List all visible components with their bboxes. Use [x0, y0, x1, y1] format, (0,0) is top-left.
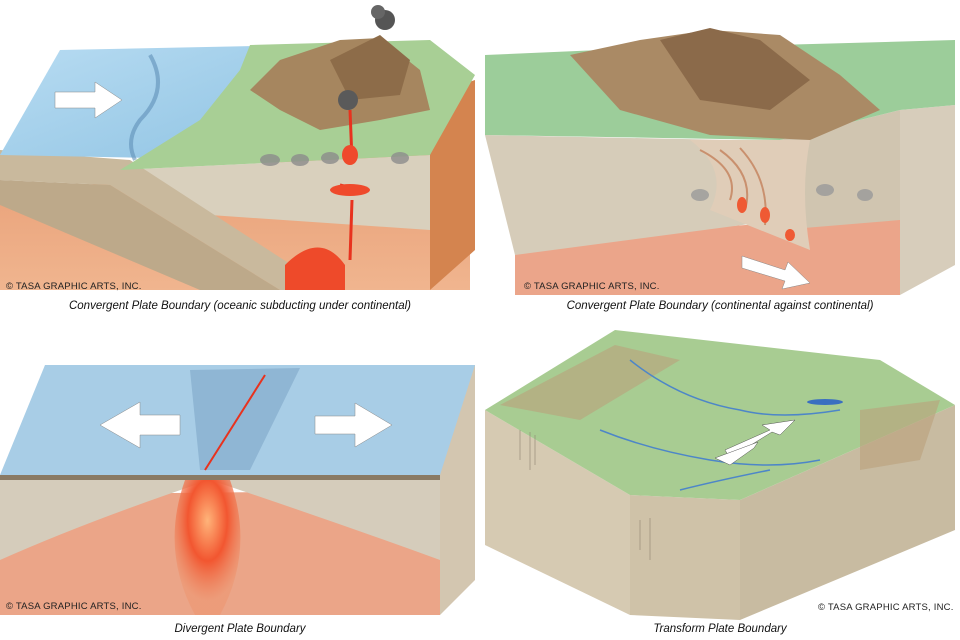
rift-valley — [204, 374, 266, 471]
block-front-face — [485, 410, 630, 615]
transform-diagram — [485, 330, 955, 620]
divergent-diagram — [0, 365, 475, 615]
magma-chamber — [342, 145, 358, 165]
left-spreading-arrow — [99, 401, 181, 449]
plate-motion-arrow — [741, 255, 811, 290]
magma-pockets — [737, 197, 795, 241]
right-spreading-arrow — [314, 402, 393, 448]
copyright-label: © TASA GRAPHIC ARTS, INC. — [6, 601, 142, 612]
oceanic-continental-diagram — [0, 5, 475, 290]
lake — [807, 399, 843, 405]
offset-block-face — [630, 495, 740, 620]
panel-continental-continental: © TASA GRAPHIC ARTS, INC. Convergent Pla… — [480, 0, 960, 320]
magma-plume — [174, 480, 241, 615]
copyright-label: © TASA GRAPHIC ARTS, INC. — [6, 281, 142, 292]
panel-caption: Transform Plate Boundary — [653, 623, 787, 635]
river-network — [599, 359, 841, 491]
folded-rock-zone — [690, 140, 810, 250]
plate-motion-arrow — [54, 81, 123, 119]
oceanic-crust — [0, 475, 440, 560]
copyright-label: © TASA GRAPHIC ARTS, INC. — [818, 602, 954, 613]
copyright-label: © TASA GRAPHIC ARTS, INC. — [524, 281, 660, 292]
magma-melt-zone — [285, 247, 345, 290]
panel-divergent: © TASA GRAPHIC ARTS, INC. Divergent Plat… — [0, 320, 480, 640]
subducting-plate — [0, 150, 330, 290]
trench — [129, 54, 160, 161]
panel-caption: Convergent Plate Boundary (continental a… — [566, 300, 874, 312]
panel-transform: © TASA GRAPHIC ARTS, INC. Transform Plat… — [480, 320, 960, 640]
block-side-face — [900, 105, 955, 295]
ridge-crest — [190, 368, 300, 470]
continental-continental-diagram — [485, 28, 955, 295]
panel-oceanic-continental: © TASA GRAPHIC ARTS, INC. Convergent Pla… — [0, 0, 480, 320]
panel-caption: Convergent Plate Boundary (oceanic subdu… — [68, 300, 412, 312]
left-continental-crust — [485, 135, 780, 255]
panel-caption: Divergent Plate Boundary — [174, 623, 306, 635]
